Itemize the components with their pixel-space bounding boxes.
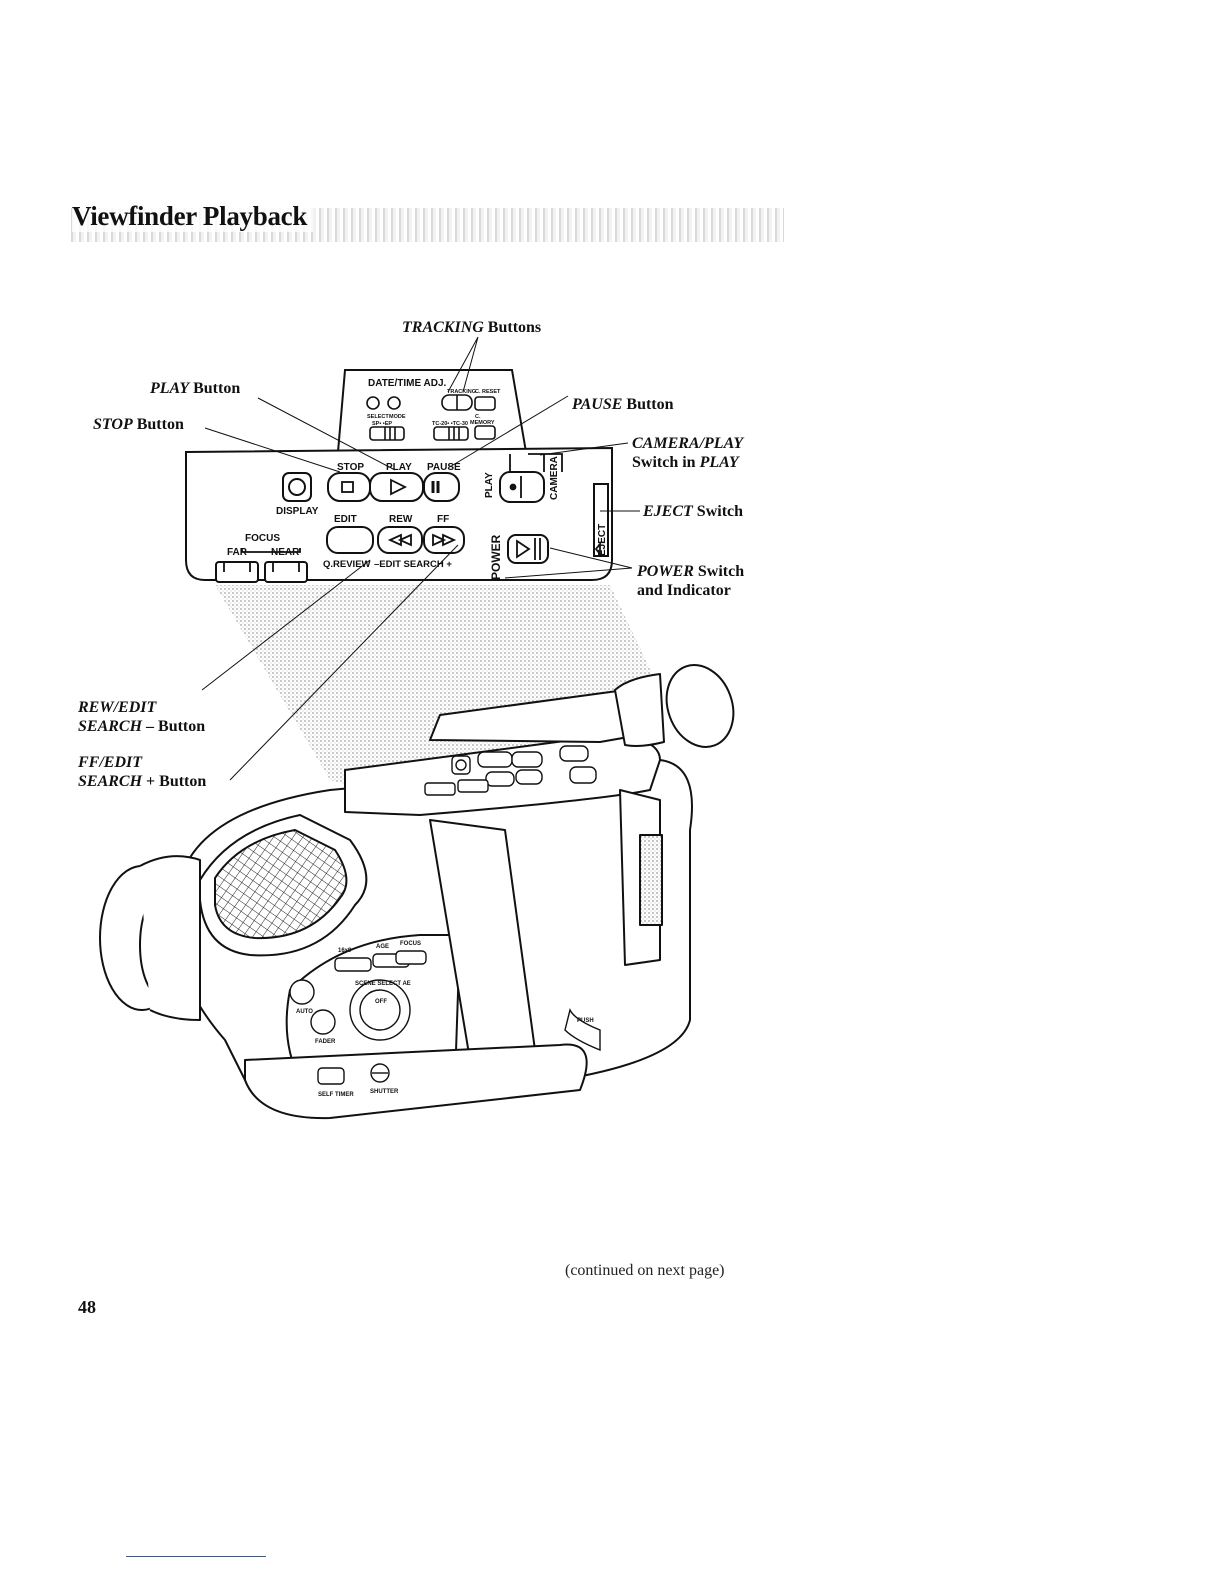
camera-play-switch [499, 471, 545, 503]
page-title: Viewfinder Playback [72, 201, 314, 232]
stop-button [327, 472, 371, 502]
tracking-small-label: TRACKING [447, 389, 476, 395]
self-timer-label: SELF TIMER [318, 1092, 354, 1098]
ratio-16x9-label: 16x9 [338, 948, 352, 954]
play-vertical-label: PLAY [484, 472, 495, 498]
focus-label: FOCUS [245, 533, 280, 544]
off-label: OFF [375, 999, 387, 1005]
focus-far-button [215, 561, 259, 583]
c-label: C. [475, 414, 481, 420]
far-label: FAR [227, 547, 248, 558]
page-number: 48 [78, 1297, 96, 1317]
power-callout: POWER Switch and Indicator [637, 563, 745, 599]
camcorder-body [99, 664, 735, 1120]
fader-label: FADER [315, 1039, 336, 1045]
near-label: NEAR [271, 547, 300, 558]
play-button [369, 472, 424, 502]
ff-edit-callout: FF/EDIT SEARCH + Button [78, 754, 207, 790]
body-focus-label: FOCUS [400, 941, 421, 947]
edit-button [326, 526, 374, 554]
ff-panel-label: FF [437, 514, 449, 525]
focus-near-button [264, 561, 308, 583]
camera-play-callout: CAMERA/PLAY Switch in PLAY [632, 435, 744, 471]
stop-panel-label: STOP [337, 462, 364, 473]
rew-edit-callout: REW/EDIT SEARCH – Button [78, 699, 206, 735]
eject-vertical-label: EJECT [597, 524, 608, 556]
eject-switch [593, 483, 609, 557]
eject-callout: EJECT Switch [643, 503, 744, 520]
camera-vertical-label: CAMERA [549, 456, 560, 500]
callout-leader-lines [201, 336, 640, 781]
pause-button [423, 472, 460, 502]
date-time-adj-label: DATE/TIME ADJ. [368, 378, 447, 389]
pause-callout: PAUSE Button [572, 396, 674, 413]
memory-label: MEMORY [470, 420, 495, 426]
continued-note: (continued on next page) [565, 1262, 725, 1279]
edit-panel-label: EDIT [334, 514, 357, 525]
c-reset-label: C. RESET [475, 389, 501, 395]
q-review-label: Q.REVIEW [323, 559, 371, 570]
tc-label: TC-20• •TC-30 [432, 421, 468, 427]
play-callout: PLAY Button [150, 380, 241, 397]
push-label: PUSH [577, 1018, 594, 1024]
auto-label: AUTO [296, 1009, 313, 1015]
edit-search-label: –EDIT SEARCH + [374, 559, 452, 570]
tracking-callout: TRACKING Buttons [402, 319, 542, 336]
age-label: AGE [376, 944, 389, 950]
display-label: DISPLAY [276, 506, 319, 517]
rew-panel-label: REW [389, 514, 413, 525]
stop-callout: STOP Button [93, 416, 184, 433]
sp-ep-label: SP• •EP [372, 421, 392, 427]
pause-panel-label: PAUSE [427, 462, 461, 473]
mode-label: MODE [389, 414, 406, 420]
power-vertical-label: POWER [489, 534, 503, 580]
play-panel-label: PLAY [386, 462, 412, 473]
shutter-label: SHUTTER [370, 1089, 399, 1095]
scene-select-ae-label: SCENE SELECT AE [355, 981, 411, 987]
select-label: SELECT [367, 414, 389, 420]
footer-rule [126, 1556, 266, 1557]
